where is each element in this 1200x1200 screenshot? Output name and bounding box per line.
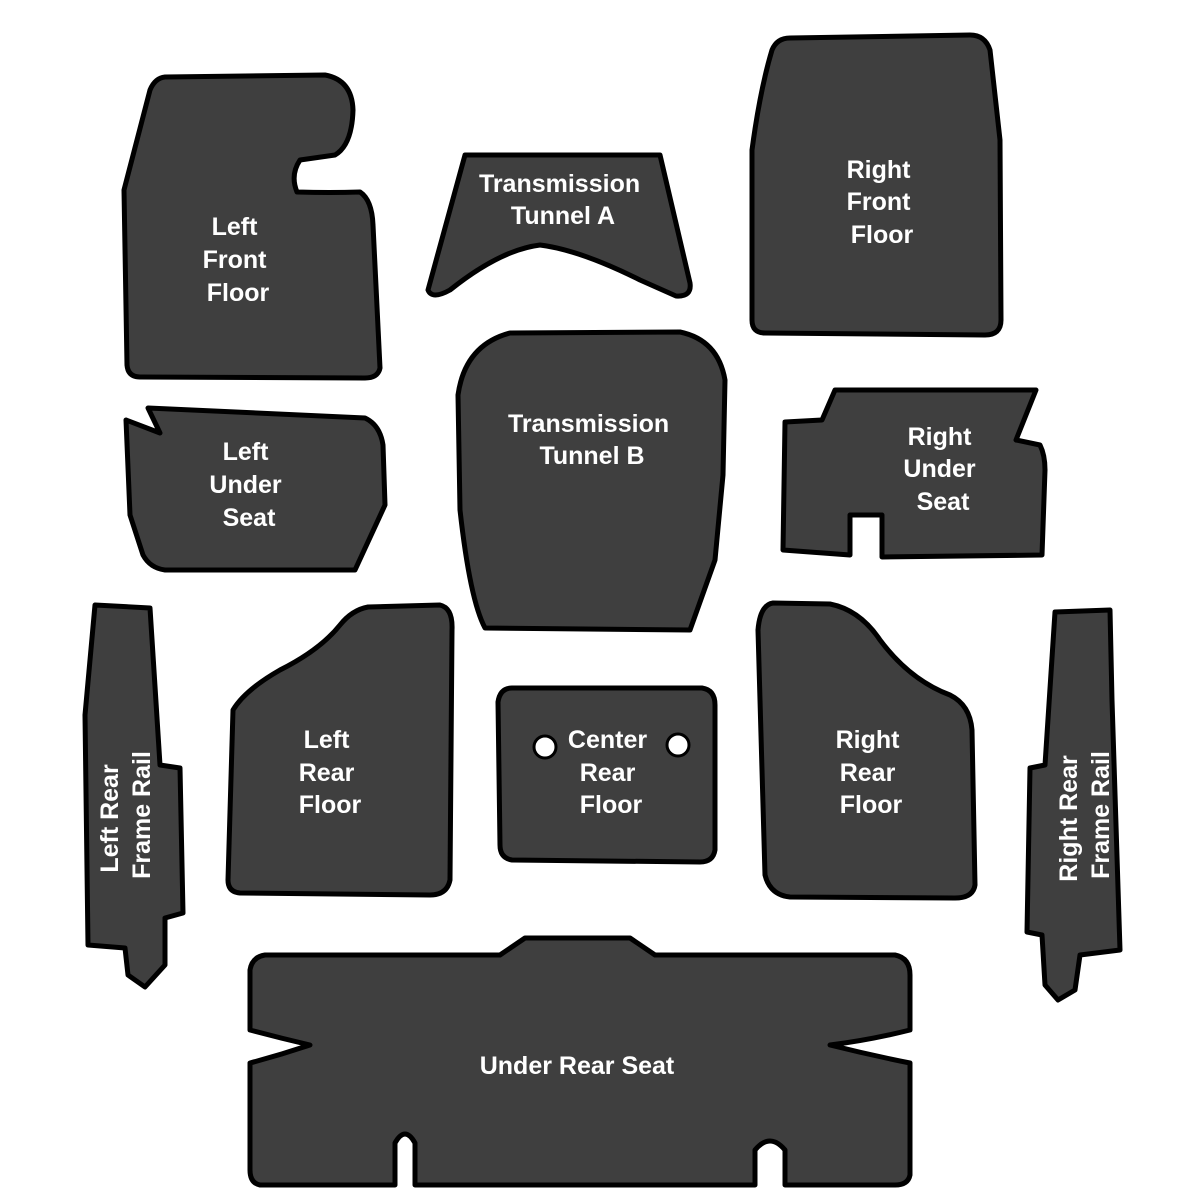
piece-under-rear-seat: Under Rear Seat xyxy=(247,935,913,1188)
piece-label: Front xyxy=(203,246,268,274)
piece-center-rear-floor: Center Rear Floor xyxy=(495,685,718,865)
piece-label: Floor xyxy=(851,221,914,249)
piece-left-rear-floor: Left Rear Floor xyxy=(225,602,455,898)
mounting-hole xyxy=(532,734,558,760)
piece-label: Tunnel B xyxy=(539,442,644,470)
piece-right-front-floor: Right Front Floor xyxy=(749,32,1004,338)
piece-right-rear-frame-rail: Right Rear Frame Rail xyxy=(1024,607,1123,1003)
piece-label: Under xyxy=(903,455,976,483)
piece-label: Floor xyxy=(580,791,643,819)
svg-text:Transmission Tunnel A: Transmission Tunnel A xyxy=(479,170,647,230)
svg-text:Transmission Tunnel B: Transmission Tunnel B xyxy=(508,410,676,470)
piece-label: Front xyxy=(847,188,912,216)
piece-label: Right xyxy=(908,423,973,451)
piece-label: Transmission xyxy=(479,170,640,198)
piece-label: Right xyxy=(836,726,901,754)
piece-label: Transmission xyxy=(508,410,669,438)
piece-label: Left Rear xyxy=(96,764,124,873)
piece-right-under-seat: Right Under Seat xyxy=(780,387,1048,560)
piece-label: Left xyxy=(212,213,259,241)
svg-text:Right Under Seat: Right Under Seat xyxy=(903,423,982,516)
svg-text:Right Rear Frame Rail: Right Rear Frame Rail xyxy=(1055,748,1115,881)
piece-label: Center xyxy=(568,726,647,754)
piece-right-rear-floor: Right Rear Floor xyxy=(755,600,978,901)
mounting-hole xyxy=(665,732,691,758)
piece-label: Floor xyxy=(840,791,903,819)
piece-label: Seat xyxy=(917,488,970,516)
piece-label: Frame Rail xyxy=(128,751,156,879)
piece-transmission-tunnel-a: Transmission Tunnel A xyxy=(425,152,693,299)
piece-label: Left xyxy=(304,726,351,754)
svg-text:Left Rear Floor: Left Rear Floor xyxy=(299,726,362,819)
piece-label: Left xyxy=(223,438,270,466)
piece-label: Seat xyxy=(223,504,276,532)
svg-text:Under Rear Seat: Under Rear Seat xyxy=(480,1052,675,1080)
svg-text:Left Rear Frame Rail: Left Rear Frame Rail xyxy=(96,751,156,879)
piece-label: Floor xyxy=(207,279,270,307)
piece-label: Right Rear xyxy=(1055,755,1083,882)
piece-label: Rear xyxy=(840,759,896,787)
piece-transmission-tunnel-b: Transmission Tunnel B xyxy=(455,329,728,633)
piece-label: Floor xyxy=(299,791,362,819)
svg-text:Right Rear Floor: Right Rear Floor xyxy=(836,726,907,819)
svg-text:Left Under Seat: Left Under Seat xyxy=(209,438,288,532)
piece-label: Rear xyxy=(299,759,355,787)
svg-text:Left Front Floor: Left Front Floor xyxy=(203,213,274,307)
piece-left-front-floor: Left Front Floor xyxy=(121,72,383,381)
piece-label: Rear xyxy=(580,759,636,787)
svg-text:Center Rear Floor: Center Rear Floor xyxy=(568,726,654,819)
piece-label: Under xyxy=(209,471,282,499)
svg-text:Right Front Floor: Right Front Floor xyxy=(847,156,918,249)
piece-label: Under Rear Seat xyxy=(480,1052,675,1080)
piece-label: Right xyxy=(847,156,912,184)
piece-left-rear-frame-rail: Left Rear Frame Rail xyxy=(82,602,186,990)
piece-left-under-seat: Left Under Seat xyxy=(123,405,388,573)
piece-label: Frame Rail xyxy=(1087,751,1115,879)
piece-label: Tunnel A xyxy=(511,202,615,230)
